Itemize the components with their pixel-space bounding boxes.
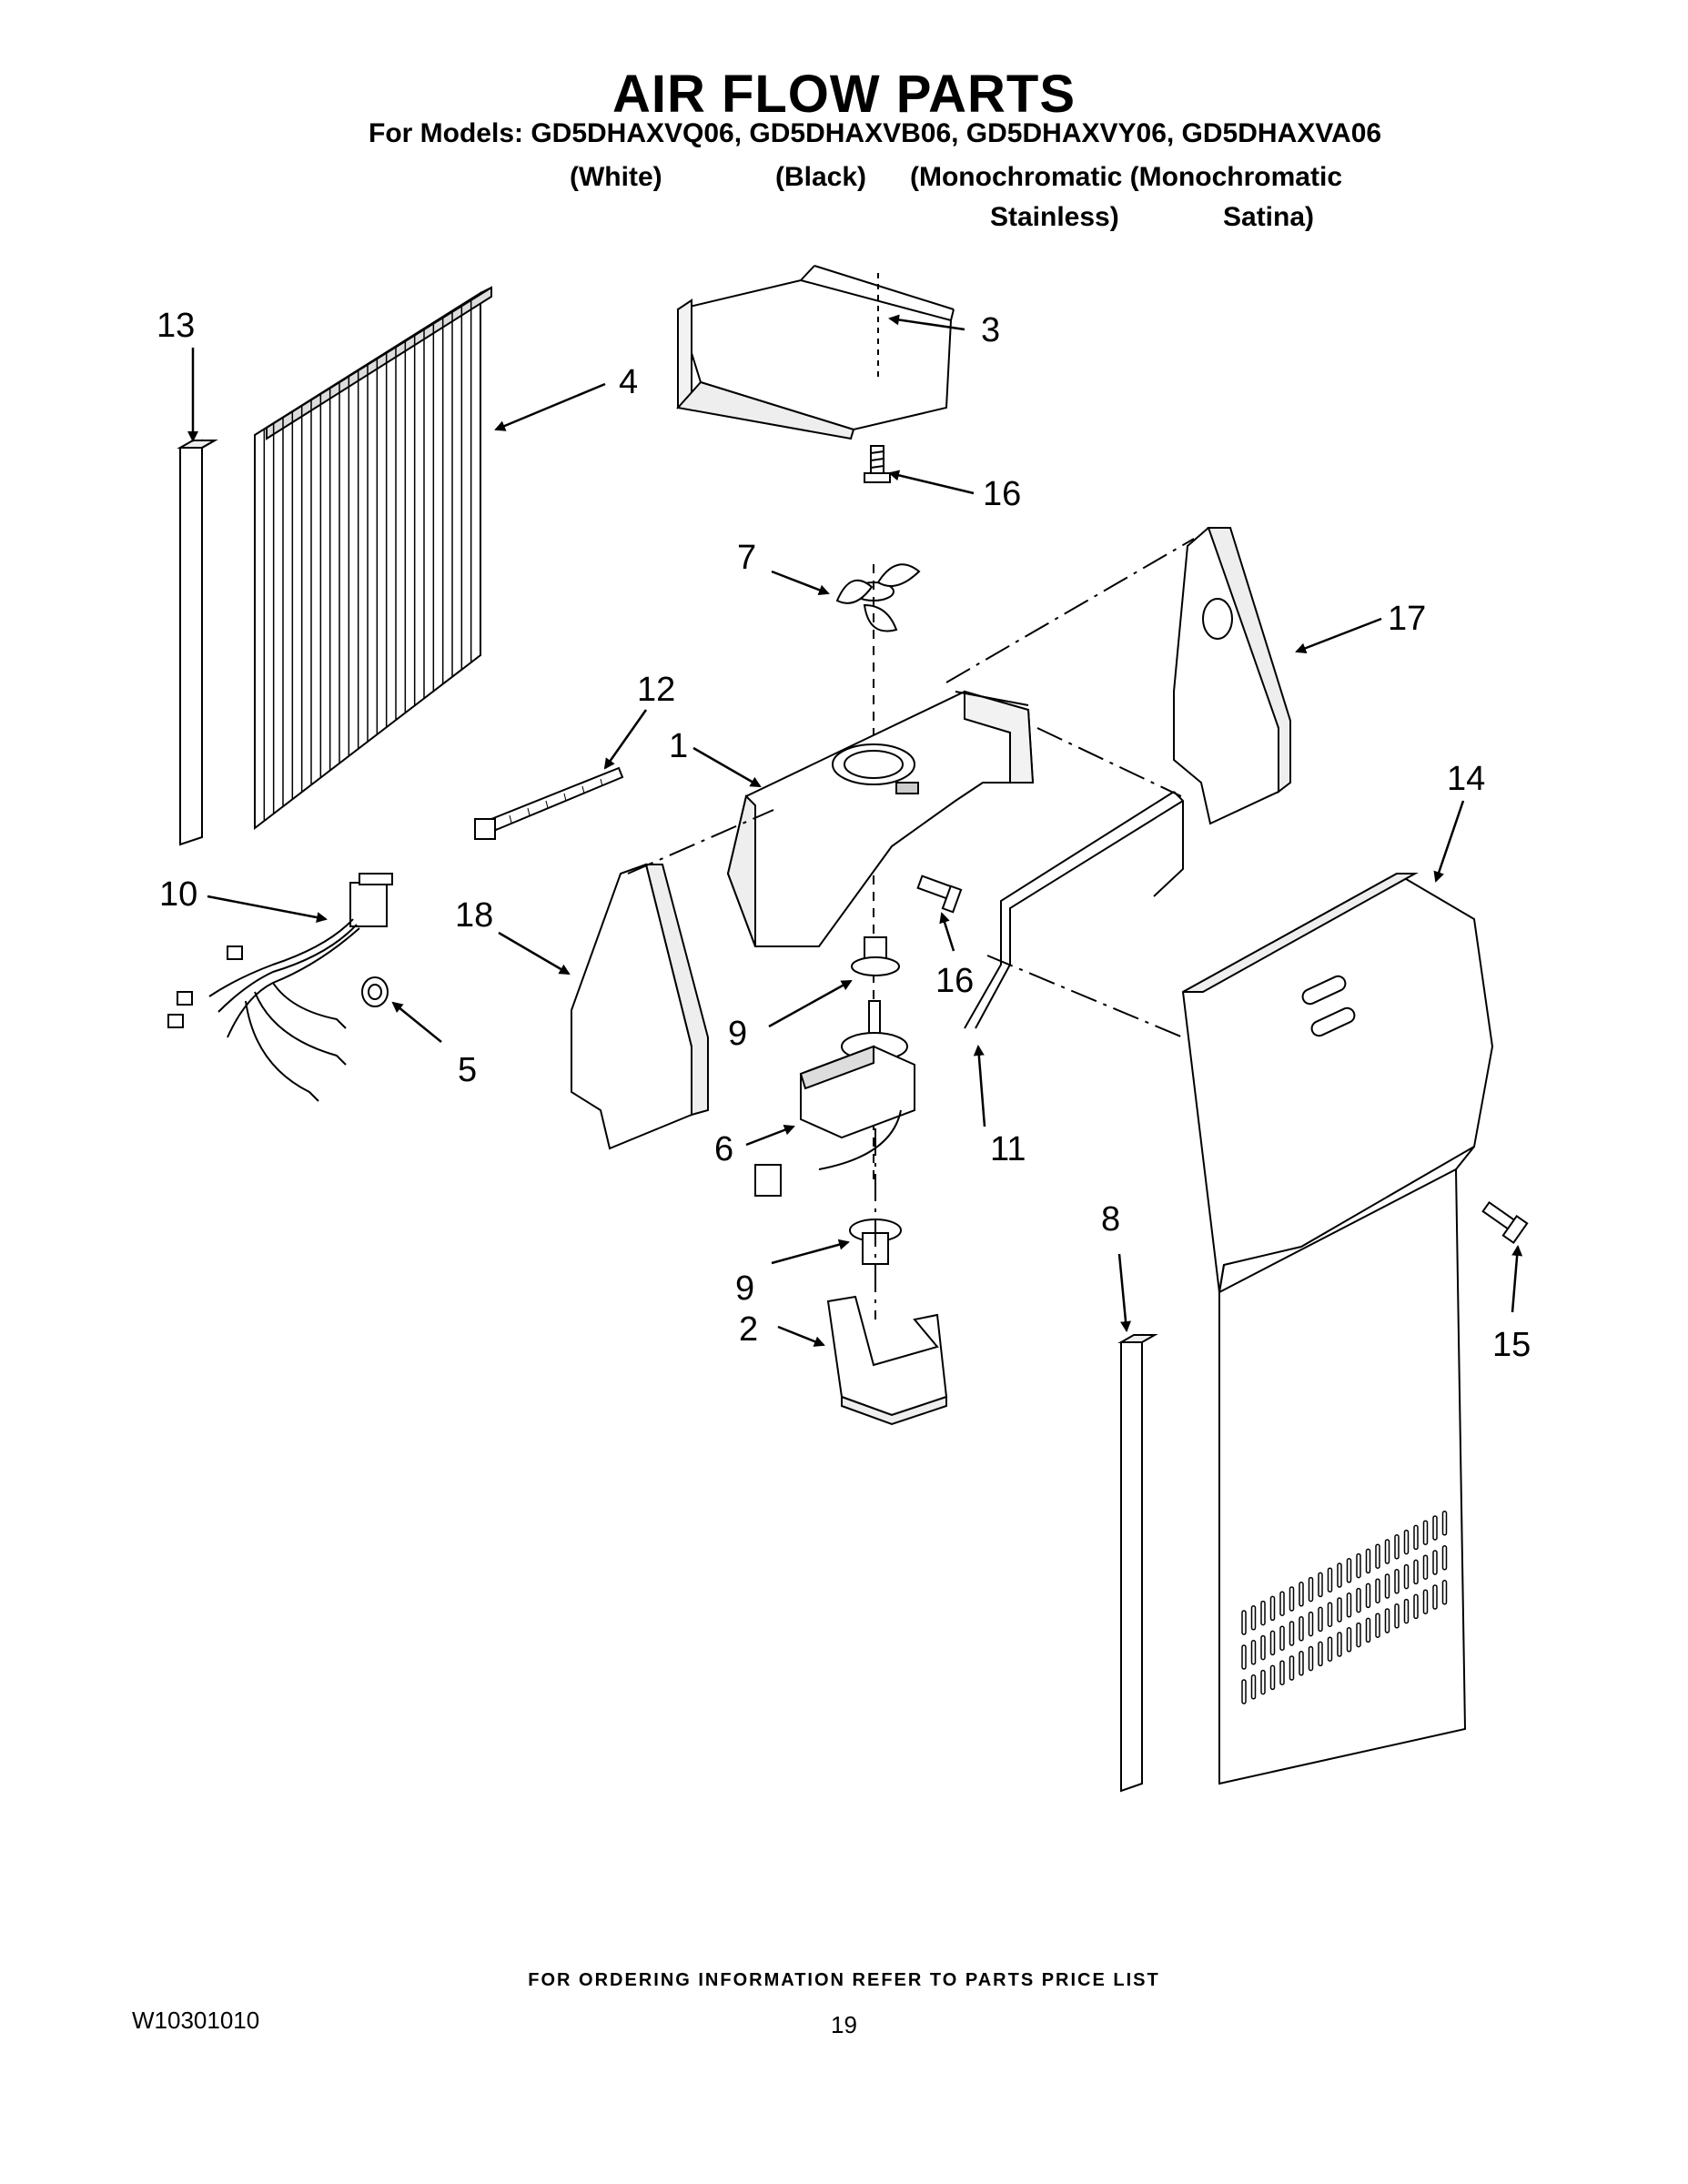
- callout-labels: 1 2 3 4 5 6 7 8 9 10 11 12 13 14 15 16 1…: [157, 307, 1531, 1364]
- callout-3: 3: [981, 311, 1000, 349]
- part-2-motor-bracket: [826, 1295, 948, 1426]
- part-16-screw-mid: [916, 875, 963, 914]
- document-number: W10301010: [132, 2007, 260, 2034]
- callout-12: 12: [637, 671, 675, 709]
- finish-stainless: Stainless): [990, 202, 1119, 232]
- callout-13: 13: [157, 307, 195, 345]
- part-10-wire-harness: [167, 873, 393, 1102]
- page-title: AIR FLOW PARTS: [612, 65, 1076, 124]
- assembly-guide-lines: [627, 538, 1195, 1320]
- page-number: 19: [831, 2011, 857, 2038]
- part-14-rear-panel: [1181, 872, 1494, 1785]
- callout-5: 5: [458, 1051, 477, 1089]
- finish-white: (White): [570, 162, 662, 192]
- callout-1: 1: [669, 727, 688, 765]
- part-8-gasket-strip: [1117, 1333, 1158, 1793]
- callout-17: 17: [1388, 600, 1426, 638]
- part-13-gasket-strip: [177, 439, 218, 846]
- callout-14: 14: [1447, 760, 1485, 798]
- part-5-grommet: [361, 976, 389, 1007]
- callout-10: 10: [159, 875, 197, 914]
- models-line: For Models: GD5DHAXVQ06, GD5DHAXVB06, GD…: [369, 118, 1382, 148]
- callout-9: 9: [728, 1015, 747, 1053]
- part-6-fan-motor: [754, 1000, 915, 1197]
- finish-satina: Satina): [1223, 202, 1315, 232]
- finish-monochromatic: (Monochromatic (Monochromatic: [910, 162, 1343, 192]
- callout-6: 6: [714, 1130, 733, 1168]
- callout-4: 4: [619, 363, 638, 401]
- part-11-wire-bracket: [964, 791, 1184, 1029]
- callout-8: 8: [1101, 1200, 1120, 1239]
- callout-9-lower: 9: [735, 1269, 754, 1308]
- callout-2: 2: [739, 1310, 758, 1349]
- callout-16: 16: [983, 475, 1021, 513]
- part-1-fan-shroud: [726, 690, 1035, 947]
- part-18-duct-panel: [571, 863, 709, 1150]
- part-17-shroud-plate: [1173, 527, 1291, 825]
- leader-arrows: [187, 314, 1523, 1347]
- part-16-screw-top: [864, 445, 891, 483]
- callout-16-lower: 16: [935, 962, 974, 1000]
- part-9-bushing-top: [851, 936, 900, 976]
- part-4-grille-panel: [254, 286, 492, 831]
- callout-18: 18: [455, 896, 493, 935]
- callout-15: 15: [1492, 1326, 1531, 1364]
- part-12-cable-tie: [474, 766, 624, 840]
- callout-11: 11: [990, 1130, 1026, 1168]
- part-3-top-duct: [676, 265, 955, 440]
- callout-7: 7: [737, 539, 756, 577]
- part-15-screw: [1481, 1200, 1529, 1245]
- finish-black: (Black): [775, 162, 867, 192]
- ordering-note: FOR ORDERING INFORMATION REFER TO PARTS …: [528, 1970, 1160, 1990]
